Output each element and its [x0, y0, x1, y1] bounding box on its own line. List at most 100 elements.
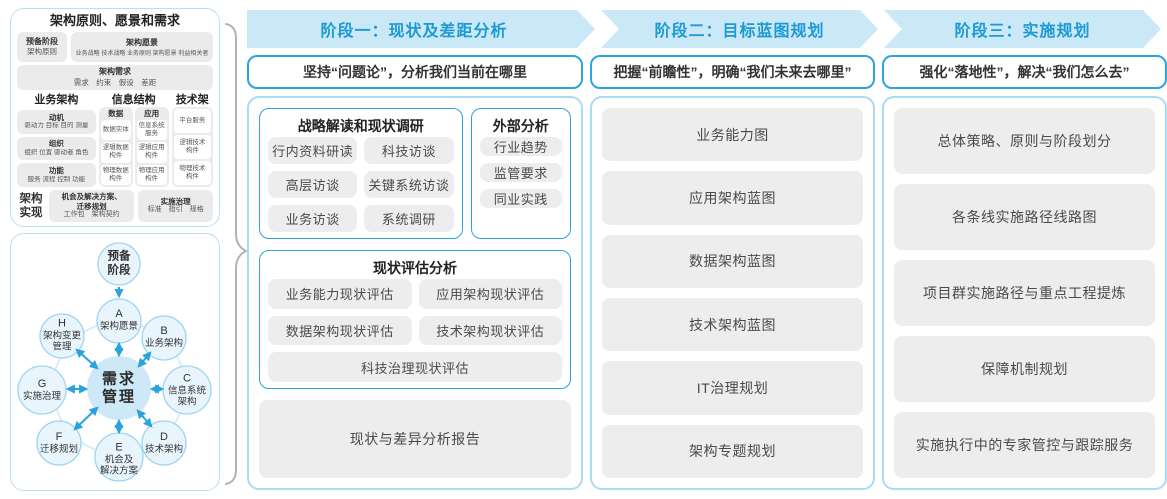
- node-a-circle: [96, 298, 142, 344]
- phase2-item: 架构专题规划: [602, 424, 863, 478]
- external-analysis-box: 外部分析 行业趋势 监管要求 同业实践: [470, 108, 571, 239]
- technology-architecture-title: 技术架构: [175, 94, 209, 120]
- phase3-title: 阶段三：实施规划: [954, 23, 1091, 40]
- architecture-domains-row: 业务架构 动机 驱动力 目标 目的 测量 组织 组织 位置 驱动者 角色 功能 …: [17, 93, 213, 187]
- application-title: 应用: [144, 109, 160, 118]
- brace-connector: [225, 23, 249, 485]
- node-b-circle: [141, 315, 187, 361]
- technology-chip: 平台服务: [173, 109, 211, 133]
- application-chip: 逻辑应用 构件: [136, 142, 167, 163]
- prep-phase-sub: 架构原则: [27, 47, 57, 57]
- phase3-item: 各条线实施路径线路图: [894, 184, 1155, 250]
- strategy-item: 科技访谈: [364, 137, 454, 164]
- phase2-item: 技术架构蓝图: [602, 297, 863, 352]
- application-chip: 信息系统 服务: [136, 120, 167, 141]
- external-analysis-title: 外部分析: [492, 118, 549, 134]
- phase1-content: 战略解读和现状调研 行内资料研读 科技访谈 高层访谈 关键系统访谈 业务访谈 系…: [247, 96, 583, 490]
- function-title: 功能: [48, 165, 64, 175]
- data-subcolumn: 数据 数据实体 逻辑数据 构件 物理数据 构件: [98, 107, 133, 187]
- implementation-governance-items: 标准 指引 规格: [147, 206, 204, 214]
- assessment-item: 应用架构现状评估: [418, 279, 562, 309]
- information-subcolumns: 数据 数据实体 逻辑数据 构件 物理数据 构件 应用 信息系统 服务 逻辑应用 …: [98, 107, 169, 187]
- phase3-item: 实施执行中的专家管控与跟踪服务: [894, 412, 1155, 478]
- node-f-circle: [36, 420, 82, 466]
- external-item: 监管要求: [479, 163, 562, 182]
- strategy-item: 业务访谈: [268, 205, 358, 232]
- node-h-circle: [39, 313, 85, 359]
- motivation-items: 驱动力 目标 目的 测量: [24, 122, 89, 130]
- prep-vision-row: 预备阶段 架构原则 架构愿景 业务战略 技术战略 业务原则 架构愿景 利益相关者: [17, 32, 213, 62]
- data-chip: 数据实体: [100, 120, 131, 141]
- opportunities-migration-items: 工作包 架构契约: [63, 210, 120, 218]
- function-items: 服务 流程 控制 功能: [27, 175, 86, 183]
- current-state-assessment-box: 现状评估分析 业务能力现状评估 应用架构现状评估 数据架构现状评估 技术架构现状…: [259, 250, 571, 389]
- phase3-content: 总体策略、原则与阶段划分 各条线实施路径线路图 项目群实施路径与重点工程提炼 保…: [882, 96, 1167, 490]
- adm-cycle-graphic: [17, 242, 212, 482]
- strategy-item: 高层访谈: [268, 171, 358, 198]
- architecture-framework-panel: 架构原则、愿景和需求 预备阶段 架构原则 架构愿景 业务战略 技术战略 业务原则…: [10, 8, 220, 227]
- motivation-title: 动机: [48, 112, 64, 122]
- vision-title: 架构愿景: [126, 37, 158, 47]
- opportunities-migration-title: 机会及解决方案、 迁移规划: [61, 192, 122, 211]
- motivation-box: 动机 驱动力 目标 目的 测量: [17, 110, 96, 134]
- strategy-item: 关键系统访谈: [364, 171, 454, 198]
- phase3-item: 保障机制规划: [894, 336, 1155, 402]
- business-architecture-title: 业务架构: [34, 94, 79, 106]
- phase1-header-band: 阶段一：现状及差距分析: [247, 10, 595, 48]
- phase3-subtitle: 强化“落地性”，解决“我们怎么去”: [919, 64, 1130, 80]
- phase2-header-band: 阶段二：目标蓝图规划: [601, 10, 878, 48]
- organization-title: 组织: [48, 139, 64, 149]
- vision-items: 业务战略 技术战略 业务原则 架构愿景 利益相关者: [75, 51, 209, 58]
- application-chip: 物理应用 构件: [136, 164, 167, 185]
- phase1-subtitle-box: 坚持“问题论”，分析我们当前在哪里: [247, 55, 583, 89]
- phase2-item: 数据架构蓝图: [602, 234, 863, 288]
- requirements-items: 需求 约束 假设 差距: [73, 78, 157, 88]
- technology-box: 平台服务 逻辑技术 构件 物理技术 构件: [171, 107, 213, 187]
- phase3-item: 项目群实施路径与重点工程提炼: [894, 260, 1155, 326]
- phase3-header-band: 阶段三：实施规划: [884, 10, 1161, 48]
- requirements-title: 架构需求: [99, 66, 131, 76]
- assessment-item: 科技治理现状评估: [268, 352, 562, 382]
- opportunities-migration-box: 机会及解决方案、 迁移规划 工作包 架构契约: [49, 189, 135, 222]
- gap-analysis-report-box: 现状与差异分析报告: [259, 400, 571, 478]
- strategy-research-box: 战略解读和现状调研 行内资料研读 科技访谈 高层访谈 关键系统访谈 业务访谈 系…: [259, 108, 463, 239]
- technology-architecture-column: 技术架构 平台服务 逻辑技术 构件 物理技术 构件: [171, 93, 213, 187]
- technology-chip: 物理技术 构件: [173, 160, 211, 185]
- business-architecture-column: 业务架构 动机 驱动力 目标 目的 测量 组织 组织 位置 驱动者 角色 功能 …: [17, 93, 96, 187]
- center-circle: [87, 356, 151, 420]
- data-chip: 物理数据 构件: [100, 164, 131, 185]
- information-structure-column: 信息结构 数据 数据实体 逻辑数据 构件 物理数据 构件 应用 信息系统 服务 …: [98, 93, 169, 187]
- phase3-subtitle-box: 强化“落地性”，解决“我们怎么去”: [882, 55, 1167, 89]
- phase2-subtitle-box: 把握“前瞻性”，明确“我们未来去哪里”: [590, 55, 875, 89]
- assessment-title: 现状评估分析: [373, 260, 457, 276]
- application-subcolumn: 应用 信息系统 服务 逻辑应用 构件 物理应用 构件: [134, 107, 169, 187]
- implementation-governance-title: 实施治理: [160, 196, 191, 206]
- assessment-item: 业务能力现状评估: [268, 279, 412, 309]
- strategy-item: 行内资料研读: [268, 137, 358, 164]
- phase2-item: 应用架构蓝图: [602, 171, 863, 225]
- phase2-content: 业务能力图 应用架构蓝图 数据架构蓝图 技术架构蓝图 IT治理规划 架构专题规划: [590, 96, 875, 490]
- phase3-item: 总体策略、原则与阶段划分: [894, 108, 1155, 174]
- node-e-circle: [94, 432, 144, 482]
- phase2-item: IT治理规划: [602, 361, 863, 415]
- implementation-governance-box: 实施治理 标准 指引 规格: [138, 189, 213, 222]
- external-item: 同业实践: [479, 189, 562, 208]
- data-chip: 逻辑数据 构件: [100, 142, 131, 163]
- function-box: 功能 服务 流程 控制 功能: [17, 163, 96, 187]
- node-g-circle: [17, 365, 67, 415]
- phase1-title: 阶段一：现状及差距分析: [320, 23, 508, 40]
- assessment-item: 技术架构现状评估: [418, 315, 562, 346]
- node-d-circle: [141, 420, 187, 466]
- phase1-subtitle: 坚持“问题论”，分析我们当前在哪里: [303, 64, 527, 80]
- technology-chip: 逻辑技术 构件: [173, 134, 211, 159]
- information-structure-title: 信息结构: [111, 94, 156, 106]
- data-title: 数据: [108, 109, 124, 118]
- architecture-vision-box: 架构愿景 业务战略 技术战略 业务原则 架构愿景 利益相关者: [71, 32, 213, 62]
- strategy-research-title: 战略解读和现状调研: [297, 118, 424, 134]
- prep-phase-title: 预备阶段: [26, 36, 58, 46]
- phase2-item: 业务能力图: [602, 108, 863, 162]
- organization-items: 组织 位置 驱动者 角色: [24, 149, 89, 157]
- prep-circle: [97, 242, 141, 286]
- external-item: 行业趋势: [479, 137, 562, 156]
